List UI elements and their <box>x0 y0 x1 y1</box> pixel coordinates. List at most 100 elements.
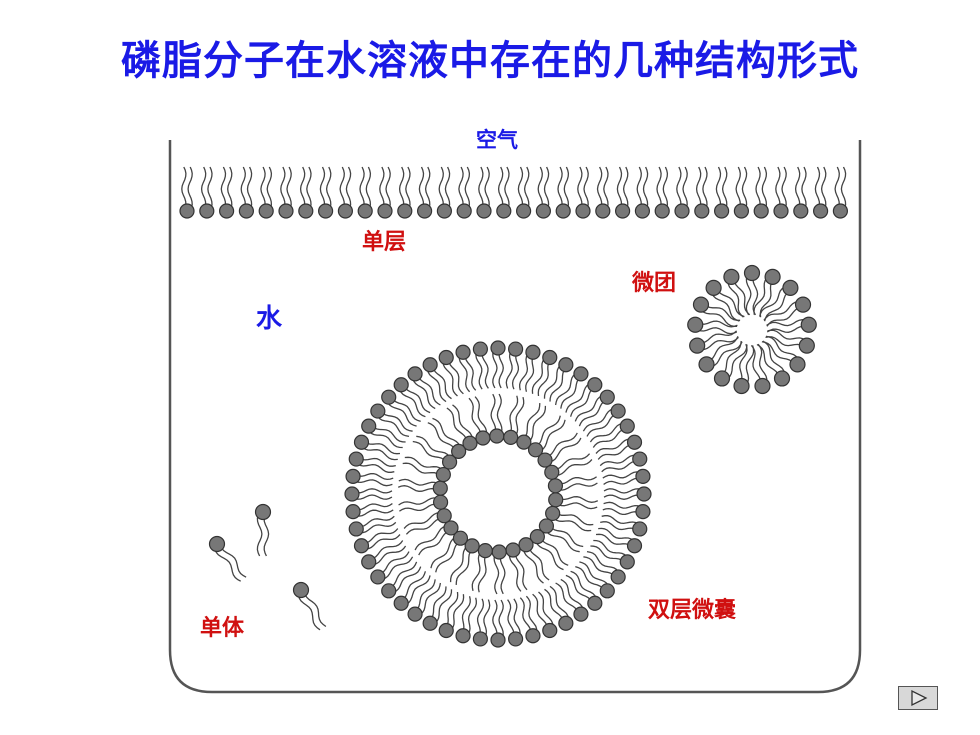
phospholipid-molecule <box>456 166 472 219</box>
phospholipid-molecule <box>763 296 812 327</box>
micelle-label: 微团 <box>632 271 677 296</box>
phospholipid-molecule <box>758 279 799 322</box>
phospholipid-molecule <box>750 343 771 395</box>
phospholipid-molecule <box>436 166 452 219</box>
phospholipid-molecule <box>654 166 670 219</box>
phospholipid-molecule <box>773 166 789 219</box>
phospholipid-molecule <box>468 396 491 446</box>
phospholipid-molecule <box>761 335 806 373</box>
phospholipid-molecule <box>254 503 272 557</box>
phospholipid-molecule <box>590 539 635 570</box>
phospholipid-molecule <box>353 528 401 554</box>
phospholipid-molecule <box>414 520 459 556</box>
phospholipid-molecule <box>574 389 615 427</box>
phospholipid-molecule <box>527 415 566 458</box>
phospholipid-molecule <box>455 344 477 393</box>
phospholipid-molecule <box>532 591 558 639</box>
phospholipid-molecule <box>357 166 373 219</box>
phospholipid-molecule <box>476 166 492 219</box>
phospholipid-molecule <box>337 166 353 219</box>
phospholipid-molecule <box>345 468 394 487</box>
phospholipid-molecule <box>531 349 558 397</box>
phospholipid-molecule <box>348 515 397 537</box>
phospholipid-molecule <box>602 501 651 520</box>
phospholipid-molecule <box>544 453 593 480</box>
phospholipid-molecule <box>689 330 739 354</box>
phospholipid-molecule <box>595 527 643 554</box>
phospholipid-molecule <box>318 166 334 219</box>
phospholipid-molecule <box>733 343 755 395</box>
phospholipid-molecule <box>713 166 730 219</box>
monomer-label: 单体 <box>200 616 245 641</box>
water-label: 水 <box>256 304 283 334</box>
phospholipid-molecule <box>345 503 394 520</box>
phospholipid-molecule <box>733 166 750 219</box>
bilayer-vesicle <box>344 340 652 648</box>
phospholipid-molecule <box>765 329 815 354</box>
phospholipid-molecule <box>503 395 525 446</box>
phospholipid-molecule <box>505 542 528 592</box>
phospholipid-molecule <box>472 341 489 390</box>
phospholipid-molecule <box>756 340 791 387</box>
phospholipid-molecule <box>753 166 769 219</box>
phospholipid-molecule <box>595 166 611 219</box>
phospholipid-molecule <box>583 550 626 585</box>
phospholipid-molecule <box>407 579 442 622</box>
play-triangle-icon <box>911 689 928 707</box>
phospholipid-molecule <box>438 349 464 397</box>
phospholipid-molecule <box>407 366 441 410</box>
phospholipid-molecule <box>723 268 751 318</box>
phospholipid-molecule <box>599 451 648 473</box>
phospholipid-molecule <box>199 166 215 219</box>
phospholipid-molecule <box>535 166 552 219</box>
phospholipid-molecule <box>548 492 599 510</box>
phospholipid-molecule <box>602 468 651 485</box>
phospholipid-molecule <box>370 403 413 438</box>
phospholipid-molecule <box>397 166 413 219</box>
phospholipid-molecule <box>529 529 569 571</box>
phospholipid-molecule <box>565 570 603 611</box>
phospholipid-molecule <box>505 341 524 390</box>
phospholipid-molecule <box>393 571 431 611</box>
phospholipid-molecule <box>575 561 615 599</box>
phospholipid-molecule <box>614 166 631 219</box>
phospholipid-molecule <box>278 166 294 219</box>
phospholipid-molecule <box>692 296 741 327</box>
phospholipid-molecule <box>398 494 449 512</box>
phospholipid-molecule <box>519 595 541 644</box>
micelle <box>687 264 817 395</box>
phospholipid-molecule <box>381 389 421 427</box>
phospholipid-molecule <box>219 166 235 219</box>
phospholipid-molecule <box>554 366 589 409</box>
phospholipid-molecule <box>427 417 467 459</box>
phospholipid-molecule <box>555 578 589 622</box>
phospholipid-molecule <box>403 508 452 535</box>
bilayer-vesicle-label: 双层微囊 <box>648 598 737 623</box>
phospholipid-molecule <box>370 551 414 585</box>
phospholipid-molecule <box>449 538 480 585</box>
phospholipid-molecule <box>438 591 465 639</box>
phospholipid-molecule <box>547 476 598 494</box>
next-slide-button[interactable] <box>898 686 938 710</box>
phospholipid-molecule <box>634 166 651 219</box>
phospholipid-molecule <box>496 166 512 219</box>
air-label: 空气 <box>476 128 518 152</box>
monomers <box>208 503 327 631</box>
phospholipid-molecule <box>446 404 478 451</box>
phospholipid-molecule <box>491 544 507 595</box>
phospholipid-molecule <box>397 478 448 496</box>
phospholipid-molecule <box>555 166 571 219</box>
phospholipid-molecule <box>208 535 247 582</box>
phospholipid-molecule <box>381 561 422 599</box>
phospholipid-molecule <box>698 335 743 373</box>
phospholipid-molecule <box>344 486 393 502</box>
phospholipid-molecule <box>516 403 547 450</box>
phospholipid-molecule <box>518 537 550 584</box>
phospholipid-molecule <box>832 166 849 219</box>
phospholipid-molecule <box>674 166 690 219</box>
slide-title: 磷脂分子在水溶液中存在的几种结构形式 <box>121 38 859 84</box>
phospholipid-molecule <box>422 586 453 631</box>
phospholipid-molecule <box>600 515 648 537</box>
phospholipid-molecule <box>348 451 396 473</box>
